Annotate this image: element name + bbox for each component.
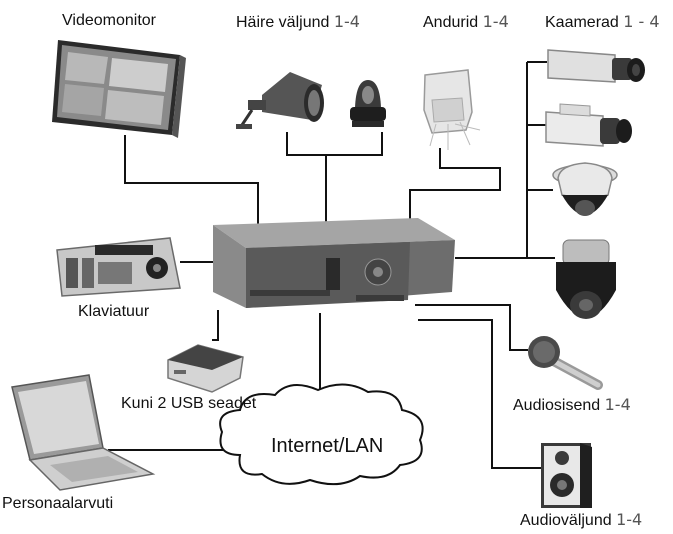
label-cameras-range: 1 - 4 — [623, 12, 660, 31]
camera-1-icon — [547, 49, 645, 83]
speaker-icon — [541, 443, 592, 508]
label-videomonitor: Videomonitor — [62, 12, 156, 30]
line-sensor — [409, 148, 501, 222]
line-usb — [212, 310, 219, 341]
cloud-icon — [219, 383, 424, 486]
label-sensors: Andurid 1-4 — [423, 12, 509, 32]
label-audio-input-range: 1-4 — [604, 395, 631, 414]
keyboard-icon — [56, 237, 181, 297]
label-network-text: Internet/LAN — [271, 435, 384, 457]
label-sensors-text: Andurid — [423, 14, 479, 31]
beacon-icon — [350, 80, 386, 127]
label-audio-output-range: 1-4 — [616, 510, 643, 529]
label-videomonitor-text: Videomonitor — [62, 12, 156, 29]
videomonitor-icon — [52, 40, 186, 138]
laptop-icon — [11, 374, 156, 491]
line-monitor — [124, 135, 259, 228]
label-alarm-output-text: Häire väljund — [236, 14, 330, 31]
label-cameras-text: Kaamerad — [545, 14, 619, 31]
label-audio-output-text: Audioväljund — [520, 512, 612, 529]
label-alarm-output-range: 1-4 — [333, 12, 360, 31]
line-mic — [415, 304, 528, 351]
line-cameras-bus — [526, 62, 555, 259]
connection-lines — [108, 61, 555, 469]
sensor-icon — [423, 69, 481, 150]
dvr-icon — [213, 218, 455, 308]
speed-dome-icon — [556, 239, 616, 319]
label-keyboard-text: Klaviatuur — [78, 303, 150, 320]
label-sensors-range: 1-4 — [482, 12, 509, 31]
label-usb-text: Kuni 2 USB seadet — [121, 395, 257, 412]
label-pc-text: Personaalarvuti — [2, 495, 114, 512]
label-network: Internet/LAN — [271, 435, 383, 458]
usb-device-icon — [167, 344, 244, 393]
line-speaker — [418, 319, 541, 469]
camera-2-icon — [545, 103, 632, 147]
label-pc: Personaalarvuti — [2, 495, 113, 513]
label-alarm-output: Häire väljund 1-4 — [236, 12, 360, 32]
microphone-icon — [528, 336, 603, 390]
dome-camera-icon — [552, 162, 618, 216]
label-audio-input: Audiosisend 1-4 — [513, 395, 631, 415]
label-audio-input-text: Audiosisend — [513, 397, 601, 414]
label-audio-output: Audioväljund 1-4 — [520, 510, 642, 530]
label-keyboard: Klaviatuur — [78, 303, 149, 321]
label-usb: Kuni 2 USB seadet — [121, 395, 256, 413]
label-cameras: Kaamerad 1 - 4 — [545, 12, 660, 32]
alarm-horn-icon — [236, 72, 324, 129]
line-alarm — [286, 132, 383, 156]
